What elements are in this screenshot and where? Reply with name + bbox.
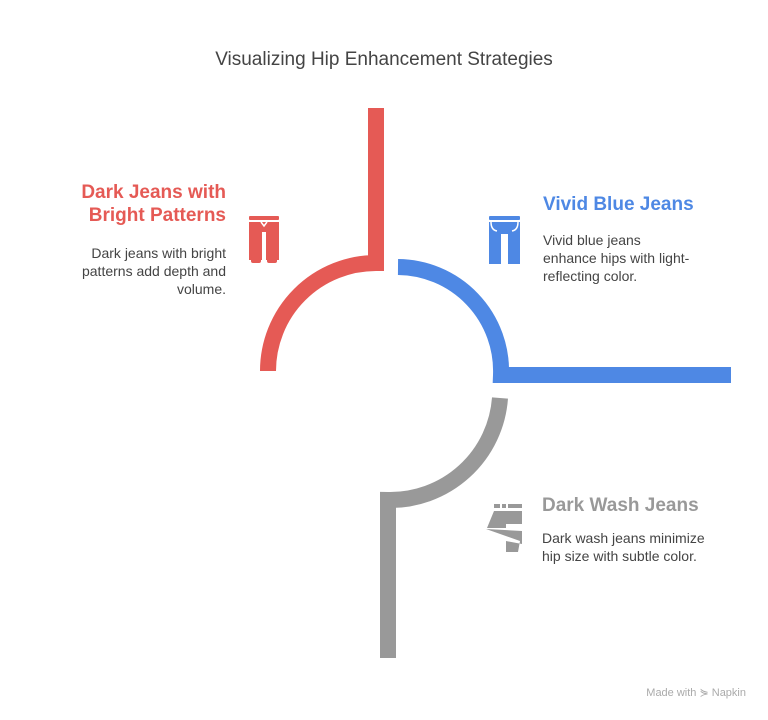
red-arc [260, 108, 384, 372]
item-description-dark-patterned: Dark jeans with bright patterns add dept… [81, 245, 226, 297]
item-description-dark-wash: Dark wash jeans minimize hip size with s… [542, 530, 705, 564]
jeans-icon [489, 216, 520, 264]
joggers-icon [249, 216, 279, 263]
gray-arc [380, 397, 508, 658]
item-description-vivid-blue: Vivid blue jeans enhance hips with light… [543, 232, 690, 284]
folded-jeans-icon [486, 504, 522, 552]
diagram-title: Visualizing Hip Enhancement Strategies [215, 49, 553, 70]
heading-line: Bright Patterns [88, 205, 226, 226]
item-heading-dark-patterned: Dark Jeans with Bright Patterns [81, 181, 226, 227]
napkin-watermark: Made with ⋟ Napkin [646, 687, 746, 699]
item-heading-dark-wash: Dark Wash Jeans [542, 495, 699, 516]
blue-arc [397, 259, 731, 383]
item-heading-vivid-blue: Vivid Blue Jeans [543, 194, 694, 215]
heading-line: Dark Jeans with [81, 182, 226, 203]
